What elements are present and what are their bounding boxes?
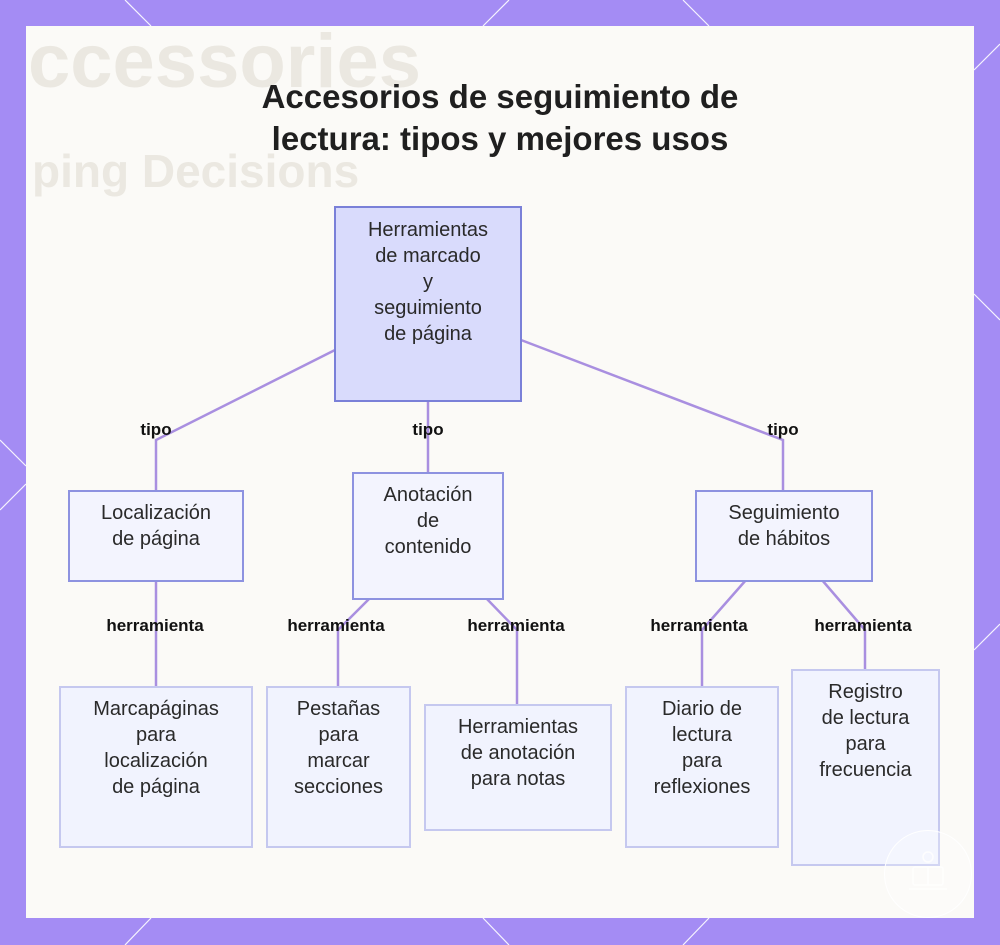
node-pestanas: Pestañas para marcar secciones: [266, 686, 411, 848]
node-pestanas-line-4: secciones: [294, 776, 383, 798]
node-diario-line-2: lectura: [671, 724, 733, 746]
edge-label-herramienta-5: herramienta: [814, 616, 912, 635]
node-localizacion-line-2: de página: [112, 528, 200, 550]
node-herramientas-anotacion-line-2: de anotación: [460, 742, 576, 764]
node-diario-line-4: reflexiones: [653, 776, 751, 798]
edge-label-herramienta-4: herramienta: [650, 616, 748, 635]
root-node-line-4: seguimiento: [374, 297, 482, 319]
root-node-line-2: de marcado: [375, 245, 481, 267]
edge-label-tipo-left: tipo: [140, 420, 172, 439]
node-pestanas-line-2: para: [318, 724, 359, 746]
edge-label-herramienta-3: herramienta: [467, 616, 565, 635]
node-seguimiento-habitos: Seguimiento de hábitos: [695, 490, 873, 582]
edge-label-tipo-right: tipo: [767, 420, 799, 439]
link-habitos-diario: [700, 579, 747, 688]
node-marcapaginas-line-4: de página: [112, 776, 200, 798]
root-node: Herramientas de marcado y seguimiento de…: [334, 206, 522, 402]
link-root-localizacion: [154, 348, 336, 492]
link-anotacion-pestanas: [336, 597, 371, 688]
node-pestanas-line-1: Pestañas: [296, 698, 381, 720]
link-root-habitos: [520, 338, 785, 492]
node-pestanas-line-3: marcar: [307, 750, 370, 772]
node-anotacion-line-3: contenido: [384, 536, 472, 558]
edge-label-tipo-center: tipo: [412, 420, 444, 439]
page-title-line-1: Accesorios de seguimiento de: [261, 78, 739, 115]
link-anotacion-herramientas: [485, 597, 519, 706]
node-anotacion-contenido: Anotación de contenido: [352, 472, 504, 600]
node-diario-line-3: para: [681, 750, 723, 772]
node-herramientas-anotacion-line-1: Herramientas: [457, 716, 579, 738]
node-anotacion-line-1: Anotación: [383, 484, 473, 506]
node-localizacion-pagina: Localización de página: [68, 490, 244, 582]
node-registro-line-1: Registro: [828, 681, 903, 703]
page-title-line-2: lectura: tipos y mejores usos: [271, 120, 729, 157]
node-diario-lectura: Diario de lectura para reflexiones: [625, 686, 779, 848]
node-diario-line-1: Diario de: [661, 698, 743, 720]
node-herramientas-anotacion-line-3: para notas: [470, 768, 566, 790]
link-habitos-registro: [821, 579, 867, 670]
node-registro-line-3: para: [845, 733, 886, 755]
node-localizacion-line-1: Localización: [100, 502, 212, 524]
node-marcapaginas-line-3: localización: [104, 750, 208, 772]
watermark-badge-icon: [884, 830, 972, 918]
background-watermark-line-1: ccessories: [28, 26, 421, 104]
node-marcapaginas-line-1: Marcapáginas: [93, 698, 219, 720]
root-node-line-3: y: [423, 271, 433, 293]
edge-label-herramienta-2: herramienta: [287, 616, 385, 635]
node-registro-line-4: frecuencia: [819, 759, 912, 781]
root-node-line-1: Herramientas: [367, 219, 489, 241]
node-habitos-line-1: Seguimiento: [728, 502, 840, 524]
node-marcapaginas: Marcapáginas para localización de página: [59, 686, 253, 848]
background-watermark-line-2: ping Decisions: [32, 145, 360, 197]
node-habitos-line-2: de hábitos: [737, 528, 831, 550]
node-marcapaginas-line-2: para: [135, 724, 177, 746]
page-title: Accesorios de seguimiento de lectura: ti…: [0, 76, 1000, 160]
edge-label-herramienta-1: herramienta: [106, 616, 204, 635]
node-herramientas-anotacion: Herramientas de anotación para notas: [424, 704, 612, 831]
root-node-line-5: de página: [384, 323, 472, 345]
node-registro-line-2: de lectura: [821, 707, 910, 729]
node-anotacion-line-2: de: [416, 510, 440, 532]
